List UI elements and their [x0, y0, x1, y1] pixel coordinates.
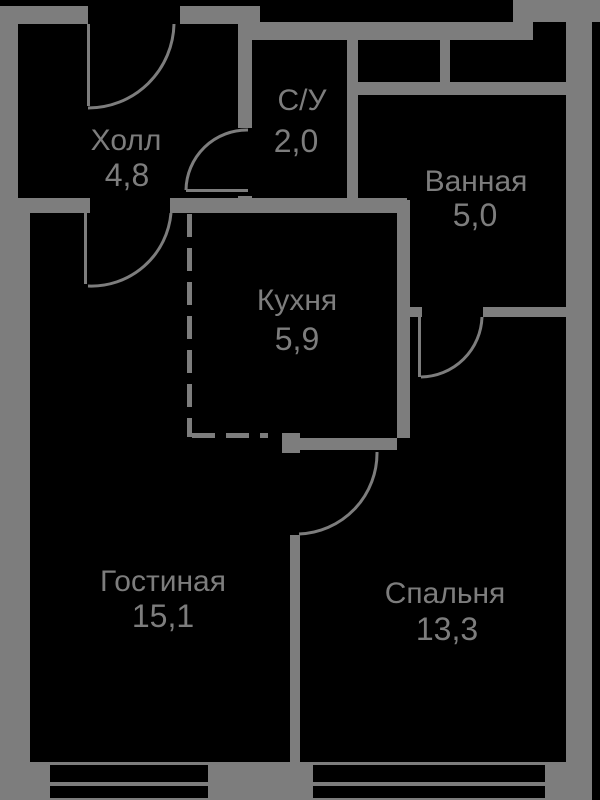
bathroom-name: Ванная — [425, 165, 528, 198]
wall-kitchen-sw-block — [282, 433, 300, 453]
wall-hall-bottom-left — [0, 198, 90, 213]
room-label-bathroom: Ванная 5,0 — [425, 165, 528, 233]
living-window-slot — [50, 765, 208, 782]
room-label-kitchen: Кухня 5,9 — [257, 284, 337, 357]
living-area: 15,1 — [132, 598, 194, 634]
room-labels: Холл 4,8 С/У 2,0 Ванная 5,0 Кухня 5,9 Го… — [91, 84, 528, 647]
windows-group — [50, 765, 545, 798]
kitchen-dashed-boundary — [187, 214, 268, 438]
room-label-hall: Холл 4,8 — [91, 124, 162, 193]
wall-top-mid-segment — [180, 6, 260, 24]
bathroom-area: 5,0 — [453, 197, 497, 233]
bedroom-window-slot — [313, 786, 545, 798]
wall-right — [566, 22, 592, 800]
entrance-door — [87, 23, 176, 110]
room-label-wc: С/У 2,0 — [274, 84, 328, 159]
bedroom-window-slot — [313, 765, 545, 782]
wall-kitchen-right — [397, 200, 410, 438]
wall-left-lower — [0, 200, 30, 800]
wall-hall-bottom-right — [170, 198, 407, 213]
wall-wc-right — [347, 40, 358, 213]
hall-living-door-arc — [87, 212, 173, 288]
hall-name: Холл — [91, 124, 162, 157]
wall-bathroom-bottom — [483, 307, 592, 317]
bathroom-door-arc — [420, 316, 484, 379]
wall-top-right-corner-block — [513, 0, 600, 22]
living-name: Гостиная — [100, 565, 226, 598]
hall-living-door — [84, 212, 173, 288]
wall-bathroom-door-jamb — [405, 307, 422, 317]
doors-group — [84, 23, 484, 536]
wall-kitchen-bottom — [300, 438, 397, 450]
wall-top-right-segment — [250, 22, 533, 40]
wc-door — [184, 128, 249, 192]
living-window-slot — [50, 786, 208, 798]
wall-left-upper — [0, 6, 18, 200]
kitchen-area: 5,9 — [275, 321, 319, 357]
wall-duct-divider — [440, 40, 450, 82]
room-label-living: Гостиная 15,1 — [100, 565, 226, 634]
entrance-door-arc — [87, 23, 176, 110]
kitchen-name: Кухня — [257, 284, 337, 317]
wall-wc-left — [238, 20, 252, 128]
wall-living-bedroom-divider — [290, 535, 300, 762]
room-label-bedroom: Спальня 13,3 — [385, 577, 506, 647]
wc-name: С/У — [277, 84, 327, 117]
bathroom-door — [418, 316, 484, 379]
wc-door-arc — [184, 128, 249, 191]
wall-bathroom-top — [347, 82, 592, 95]
hall-area: 4,8 — [105, 157, 149, 193]
bedroom-area: 13,3 — [416, 611, 478, 647]
wc-area: 2,0 — [274, 123, 318, 159]
bedroom-door-arc — [298, 451, 379, 536]
bedroom-name: Спальня — [385, 577, 506, 610]
wall-top-left-segment — [0, 6, 88, 24]
bedroom-door — [298, 451, 379, 536]
